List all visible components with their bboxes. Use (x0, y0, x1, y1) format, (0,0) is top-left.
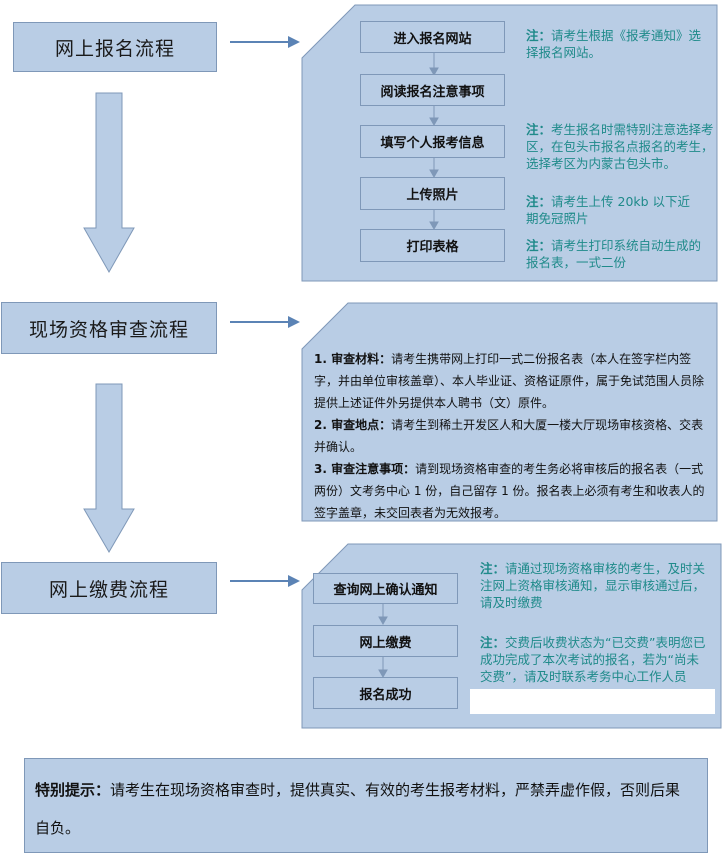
stage-label: 网上缴费流程 (48, 578, 169, 601)
review-item: 3. 审查注意事项：请到现场资格审查的考生务必将审核后的报名表（一式两份）文考务… (314, 462, 705, 520)
stage-label: 现场资格审查流程 (28, 318, 189, 341)
review-item: 2. 审查地点：请考生到稀土开发区人和大厦一楼大厅现场审核资格、交表并确认。 (314, 418, 704, 454)
special-tip-label: 特别提示： (35, 781, 111, 799)
payment-step: 查询网上确认通知 (313, 573, 458, 604)
review-panel (301, 302, 718, 522)
payment-note: 注：请通过现场资格审核的考生，及时关注网上资格审核通知，显示审核通过后，请及时缴… (470, 554, 715, 615)
payment-step: 网上缴费 (313, 625, 458, 657)
down-arrow-2 (83, 383, 135, 553)
signup-step: 打印表格 (360, 229, 505, 262)
stage-online-signup: 网上报名流程 (13, 22, 217, 72)
signup-note: 注：考生报名时需特别注意选择考区，在包头市报名点报名的考生，选择考区为内蒙古包头… (526, 122, 714, 171)
signup-connectors (429, 53, 439, 231)
stage-online-payment: 网上缴费流程 (1, 562, 217, 614)
payment-note: 注：交费后收费状态为“已交费”表明您已成功完成了本次考试的报名，若为“尚未交费”… (470, 628, 715, 689)
review-item: 1. 审查材料：请考生携带网上打印一式二份报名表（本人在签字栏内签字，并由单位审… (314, 352, 705, 410)
stage-label: 网上报名流程 (54, 37, 175, 60)
review-details: 1. 审查材料：请考生携带网上打印一式二份报名表（本人在签字栏内签字，并由单位审… (302, 324, 717, 524)
signup-note: 注：请考生打印系统自动生成的报名表，一式二份 (526, 238, 702, 270)
stage-onsite-review: 现场资格审查流程 (1, 302, 217, 354)
signup-step: 进入报名网站 (360, 21, 505, 53)
right-arrow-3 (230, 575, 300, 587)
down-arrow-1 (83, 92, 135, 274)
right-arrow-2 (230, 316, 300, 328)
signup-step: 上传照片 (360, 177, 505, 210)
special-tip-box: 特别提示：请考生在现场资格审查时，提供真实、有效的考生报考材料，严禁弄虚作假，否… (24, 758, 708, 853)
payment-step: 报名成功 (313, 677, 458, 709)
signup-step: 阅读报名注意事项 (360, 74, 505, 106)
special-tip-text: 请考生在现场资格审查时，提供真实、有效的考生报考材料，严禁弄虚作假，否则后果自负… (35, 781, 681, 837)
signup-note: 注：请考生根据《报考通知》选择报名网站。 (526, 28, 702, 60)
signup-step: 填写个人报考信息 (360, 125, 505, 158)
payment-connectors (378, 604, 388, 679)
signup-note: 注：请考生上传 20kb 以下近期免冠照片 (526, 194, 691, 226)
right-arrow-1 (230, 36, 300, 48)
